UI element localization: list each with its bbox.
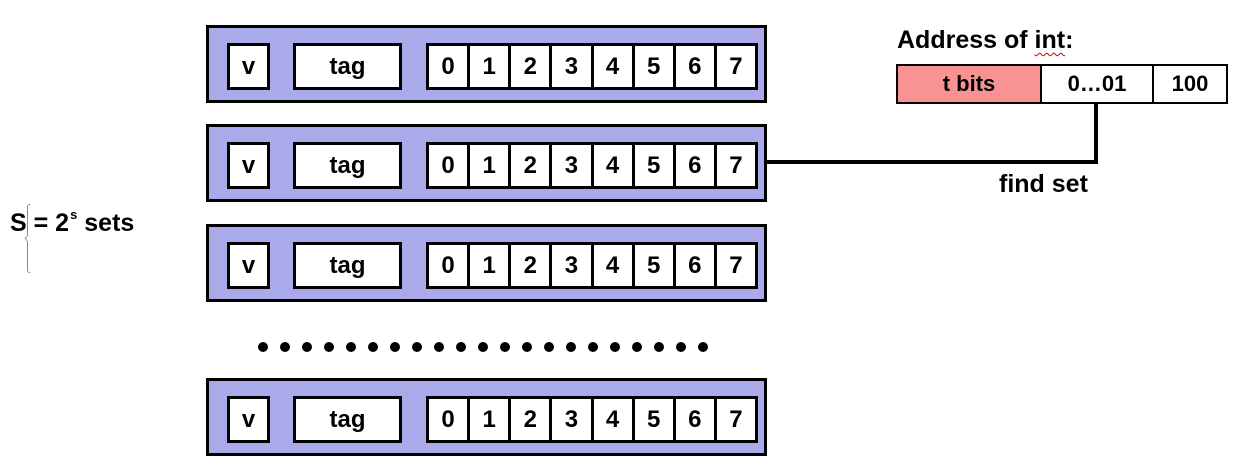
cache-line-set-0: v tag 0 1 2 3 4 5 6 7 [206,25,767,103]
byte-cell: 6 [676,145,717,186]
byte-cell: 0 [429,245,471,286]
find-set-label: find set [999,170,1088,198]
address-fields: t bits 0…01 100 [896,64,1228,104]
byte-cell: 3 [552,245,594,286]
cache-line-set-last: v tag 0 1 2 3 4 5 6 7 [206,378,767,456]
byte-cell: 7 [729,52,743,80]
cache-block-bytes: 0 1 2 3 4 5 6 7 [426,396,758,443]
valid-bit: v [227,43,270,90]
byte-cell: 7 [729,151,743,179]
byte-cell: 1 [470,399,512,440]
byte-cell: 7 [729,405,743,433]
byte-cell: 2 [511,145,553,186]
sets-count-label: S = 2s sets [10,207,135,237]
byte-cell: 1 [470,46,512,87]
sets-brace [24,204,31,273]
tag-field: tag [293,142,402,189]
cache-block-bytes: 0 1 2 3 4 5 6 7 [426,43,758,90]
byte-cell: 7 [729,251,743,279]
byte-cell: 0 [429,399,471,440]
cache-block-bytes: 0 1 2 3 4 5 6 7 [426,142,758,189]
valid-bit: v [227,396,270,443]
ellipsis-dots [258,342,708,352]
byte-cell: 4 [594,46,635,87]
byte-cell: 2 [511,399,553,440]
byte-cell: 3 [552,399,594,440]
cache-line-set-1: v tag 0 1 2 3 4 5 6 7 [206,124,767,202]
byte-cell: 4 [594,399,635,440]
tag-field: tag [293,396,402,443]
address-tag-bits: t bits [898,66,1042,102]
byte-cell: 3 [552,46,594,87]
byte-cell: 5 [635,145,676,186]
byte-cell: 1 [470,245,512,286]
byte-cell: 6 [676,245,717,286]
byte-cell: 2 [511,245,553,286]
byte-cell: 5 [635,245,676,286]
byte-cell: 2 [511,46,553,87]
valid-bit: v [227,242,270,289]
valid-bit: v [227,142,270,189]
cache-line-set-2: v tag 0 1 2 3 4 5 6 7 [206,224,767,302]
byte-cell: 5 [635,399,676,440]
byte-cell: 1 [470,145,512,186]
byte-cell: 4 [594,145,635,186]
address-set-index: 0…01 [1042,66,1154,102]
address-title: Address of int: [897,26,1074,54]
byte-cell: 5 [635,46,676,87]
byte-cell: 0 [429,46,471,87]
tag-field: tag [293,242,402,289]
cache-block-bytes: 0 1 2 3 4 5 6 7 [426,242,758,289]
tag-field: tag [293,43,402,90]
address-block-offset: 100 [1154,66,1226,102]
byte-cell: 6 [676,399,717,440]
byte-cell: 4 [594,245,635,286]
byte-cell: 0 [429,145,471,186]
byte-cell: 6 [676,46,717,87]
byte-cell: 3 [552,145,594,186]
